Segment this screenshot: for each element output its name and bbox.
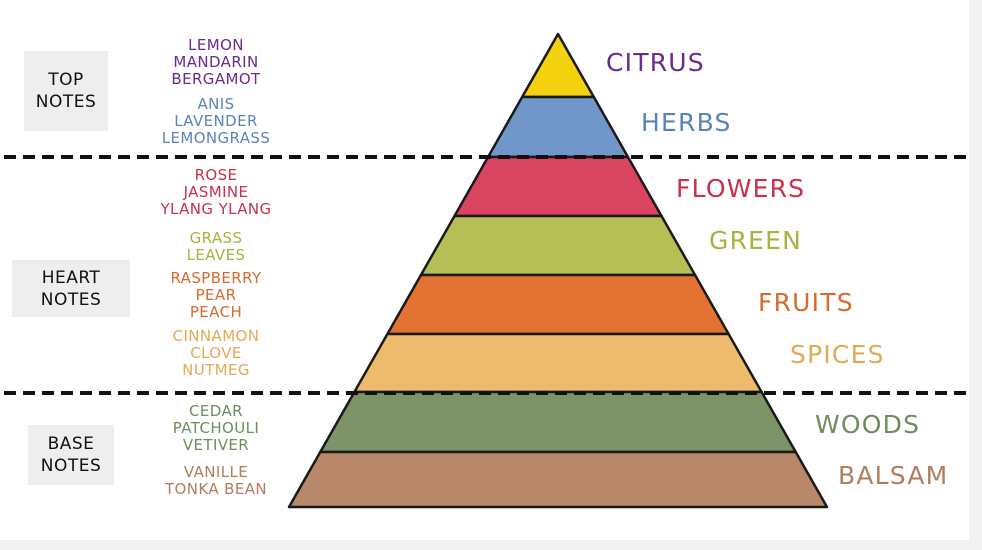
note-item: LAVENDER (174, 112, 258, 130)
family-label-green: GREEN (709, 226, 803, 255)
note-item: CLOVE (190, 344, 242, 362)
note-item: CINNAMON (172, 327, 260, 345)
section-label-line: TOP (48, 70, 84, 90)
note-item: VANILLE (183, 463, 249, 481)
note-item: PEACH (189, 303, 243, 321)
note-item: JASMINE (183, 183, 249, 201)
note-item: GRASS (189, 229, 243, 247)
pyramid-layer-green (419, 214, 697, 277)
note-item: RASPBERRY (170, 269, 262, 287)
note-item: LEMONGRASS (161, 129, 271, 147)
section-label-line: BASE (47, 434, 95, 454)
note-item: YLANG YLANG (160, 200, 272, 218)
section-label-line: NOTES (40, 456, 102, 476)
note-item: TONKA BEAN (164, 480, 268, 498)
family-label-herbs: HERBS (641, 108, 732, 137)
pyramid-graphic (4, 32, 969, 509)
section-label-top: TOP NOTES (24, 51, 108, 131)
section-label-line: HEART (41, 267, 101, 288)
note-item: CEDAR (189, 402, 243, 420)
family-label-citrus: CITRUS (606, 48, 705, 77)
family-label-balsam: BALSAM (838, 461, 949, 490)
pyramid-layer-balsam (287, 450, 829, 509)
pyramid-layer-herbs (486, 95, 630, 159)
family-label-spices: SPICES (790, 340, 885, 369)
section-label-line: NOTES (40, 289, 102, 310)
pyramid-layer-citrus (520, 32, 596, 99)
note-item: NUTMEG (182, 361, 250, 379)
note-item: PEAR (195, 286, 237, 304)
note-item: ANIS (197, 95, 235, 113)
note-item: VETIVER (182, 436, 250, 454)
family-label-flowers: FLOWERS (676, 174, 806, 203)
section-label-base: BASE NOTES (28, 425, 114, 485)
note-item: BERGAMOT (171, 70, 261, 88)
section-label-heart: HEART NOTES (12, 260, 130, 317)
pyramid-layer-woods (319, 390, 797, 454)
note-item: PATCHOULI (172, 419, 260, 437)
family-label-woods: WOODS (815, 410, 921, 439)
note-item: ROSE (194, 166, 238, 184)
family-label-fruits: FRUITS (758, 288, 854, 317)
pyramid-layer-spices (353, 332, 763, 394)
note-item: LEAVES (186, 246, 246, 264)
note-item: MANDARIN (173, 53, 259, 71)
note-item: LEMON (188, 36, 244, 54)
pyramid-layer-fruits (386, 273, 730, 336)
section-label-line: NOTES (35, 92, 97, 112)
pyramid-layer-flowers (453, 155, 663, 218)
